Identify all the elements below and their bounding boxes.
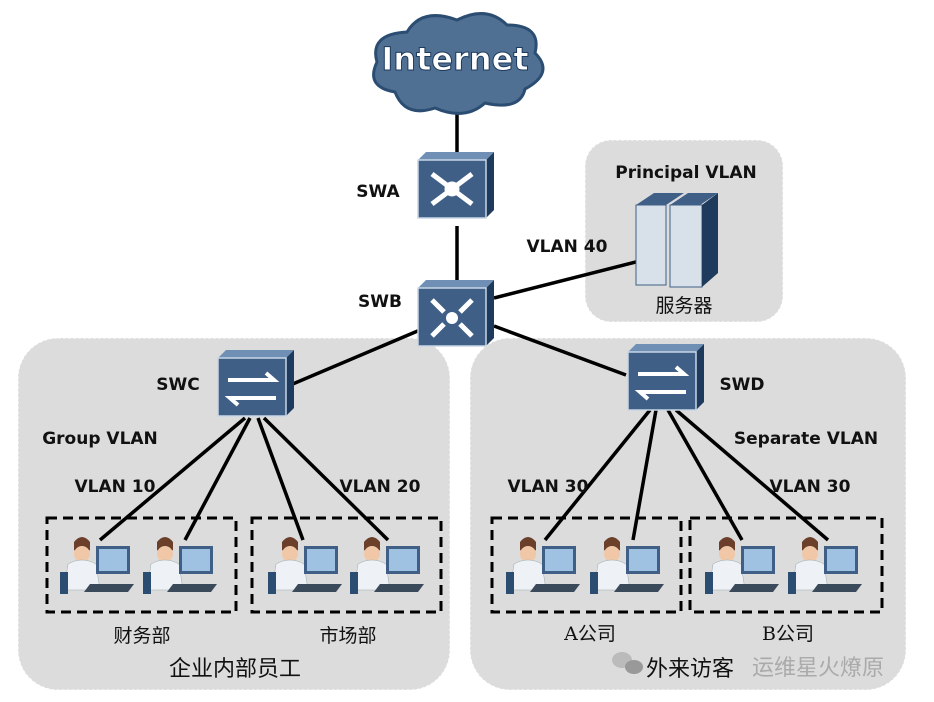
swb-core-switch-icon[interactable] [417, 279, 495, 347]
vlan10-label: VLAN 10 [75, 477, 156, 497]
server-icon [635, 193, 718, 288]
internal-region [17, 337, 451, 691]
vlan30-b-label: VLAN 30 [770, 477, 851, 497]
watermark: 运维星火燎原 [752, 656, 884, 681]
swd-label: SWD [719, 375, 764, 395]
swc-switch-icon[interactable] [217, 349, 295, 417]
group-vlan-label: Group VLAN [42, 429, 158, 449]
company-a-label: A公司 [563, 623, 616, 645]
swc-label: SWC [156, 375, 199, 395]
internet-label: Internet [381, 40, 528, 78]
vlan40-label: VLAN 40 [527, 237, 608, 257]
separate-vlan-label: Separate VLAN [734, 429, 878, 449]
company-b-label: B公司 [762, 623, 814, 645]
visitor-region [469, 337, 907, 691]
visitor-title: 外来访客 [646, 657, 734, 682]
swb-label: SWB [358, 292, 402, 312]
host-groups [45, 516, 884, 614]
wechat-icon [612, 652, 643, 674]
swa-router-icon[interactable] [417, 151, 495, 219]
links [98, 100, 830, 542]
principal-vlan-label: Principal VLAN [615, 163, 756, 183]
marketing-label: 市场部 [319, 625, 376, 647]
internal-title: 企业内部员工 [169, 657, 301, 682]
finance-label: 财务部 [113, 625, 170, 647]
server-label: 服务器 [655, 295, 712, 317]
vlan30-a-label: VLAN 30 [508, 477, 589, 497]
swa-label: SWA [356, 182, 400, 202]
internet-cloud-icon [372, 12, 545, 115]
swd-switch-icon[interactable] [627, 343, 705, 411]
vlan20-label: VLAN 20 [340, 477, 421, 497]
